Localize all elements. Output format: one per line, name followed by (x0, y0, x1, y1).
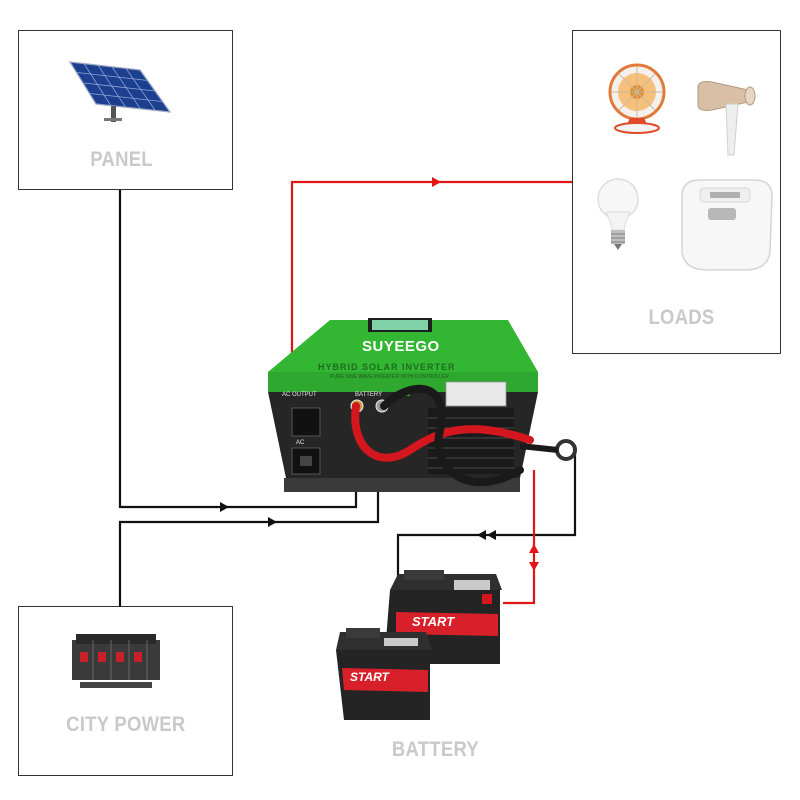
battery-label: BATTERY (391, 738, 480, 761)
ac-input-port-label: AC (296, 440, 305, 446)
ac-output-arrow (432, 177, 441, 187)
battery-port-label: BATTERY (355, 392, 383, 398)
inverter-subtitle: HYBRID SOLAR INVERTER (318, 362, 456, 372)
ac-output-port-label: AC OUTPUT (282, 392, 317, 398)
battery-negative-arrow-1 (477, 530, 486, 540)
battery-positive-arrow-up (529, 544, 539, 553)
city-power-wire (118, 487, 380, 606)
loads-label: LOADS (648, 306, 715, 329)
inverter-brand: SUYEEGO (362, 338, 440, 355)
panel-box (18, 30, 233, 190)
battery-positive-arrow-down (529, 562, 539, 571)
ac-output-wire (290, 180, 572, 392)
panel-label: PANEL (90, 148, 153, 171)
panel-wire (118, 190, 358, 509)
inverter-tagline: PURE SINE WAVE INVERTER WITH CONTROLLER (330, 374, 449, 380)
panel-arrow (220, 502, 229, 512)
battery-negative-arrow-2 (487, 530, 496, 540)
city-power-arrow (268, 517, 277, 527)
battery-rear-label: START (412, 614, 455, 629)
city-power-label: CITY POWER (66, 713, 186, 736)
battery-negative-wire (396, 445, 577, 598)
battery-positive-wire (503, 470, 536, 605)
battery-front-label: START (350, 670, 389, 684)
